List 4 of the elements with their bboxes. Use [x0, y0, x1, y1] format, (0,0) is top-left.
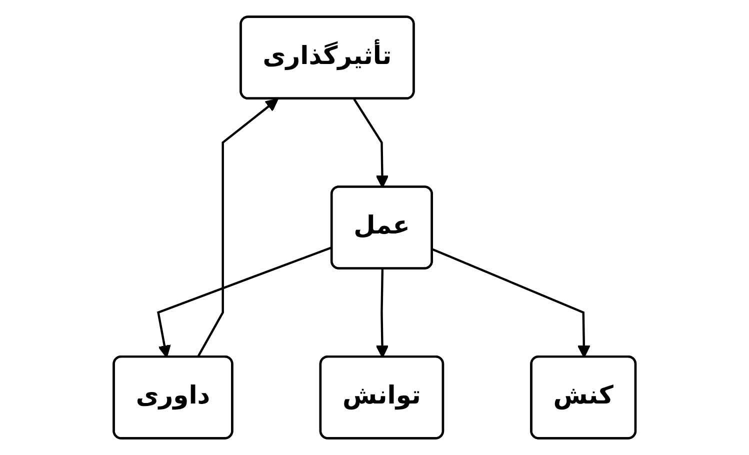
arrow [432, 248, 590, 358]
arrow [376, 269, 389, 358]
arrow [353, 98, 389, 188]
arrow [196, 98, 278, 358]
